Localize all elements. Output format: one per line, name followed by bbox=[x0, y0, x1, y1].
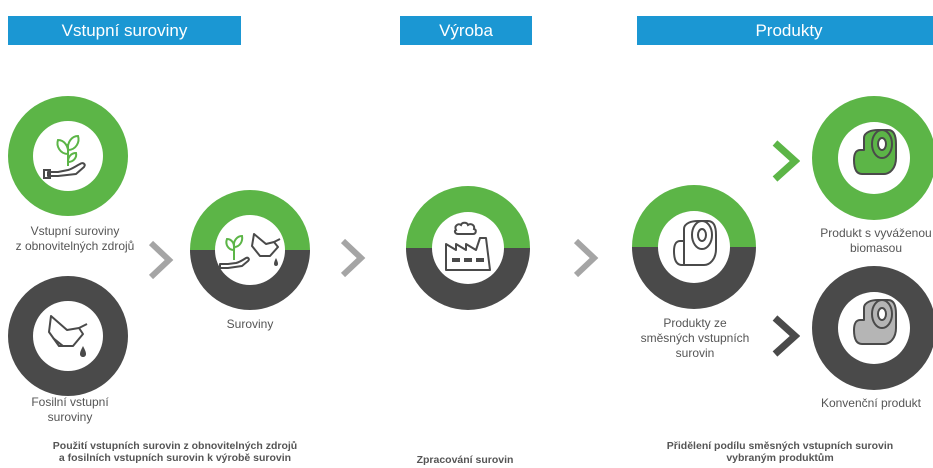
header-production: Výroba bbox=[400, 16, 532, 45]
biomass-product-label: Produkt s vyváženou biomasou bbox=[820, 226, 932, 255]
caption-products: Přidělení podílu směsných vstupních suro… bbox=[666, 440, 894, 464]
gray-tape-roll-icon bbox=[850, 298, 898, 354]
header-inputs: Vstupní suroviny bbox=[8, 16, 241, 45]
plant-and-oil-icon bbox=[218, 228, 284, 274]
conventional-product-label: Konvenční produkt bbox=[820, 396, 922, 410]
oil-can-icon bbox=[43, 306, 95, 366]
raw-materials-label: Suroviny bbox=[226, 317, 274, 331]
chevron-right-icon bbox=[772, 315, 800, 357]
mixed-products-ring bbox=[632, 185, 756, 309]
chevron-right-icon bbox=[573, 238, 599, 278]
raw-materials-ring bbox=[190, 190, 310, 310]
renewable-input-label: Vstupní suroviny z obnovitelných zdrojů bbox=[15, 224, 135, 253]
plant-in-hand-icon bbox=[42, 126, 94, 186]
factory-icon bbox=[440, 218, 496, 274]
chevron-right-icon bbox=[148, 240, 174, 280]
chevron-right-icon bbox=[340, 238, 366, 278]
green-tape-roll-icon bbox=[850, 128, 898, 184]
chevron-right-icon bbox=[772, 140, 800, 182]
caption-inputs: Použití vstupních surovin z obnovitelnýc… bbox=[52, 440, 298, 464]
fossil-input-label: Fosilní vstupní suroviny bbox=[31, 395, 109, 424]
fossil-input-ring bbox=[8, 276, 128, 396]
header-products: Produkty bbox=[637, 16, 933, 45]
mixed-products-label: Produkty ze směsných vstupních surovin bbox=[640, 316, 750, 360]
caption-production: Zpracování surovin bbox=[416, 454, 514, 466]
tape-roll-icon bbox=[670, 219, 718, 273]
